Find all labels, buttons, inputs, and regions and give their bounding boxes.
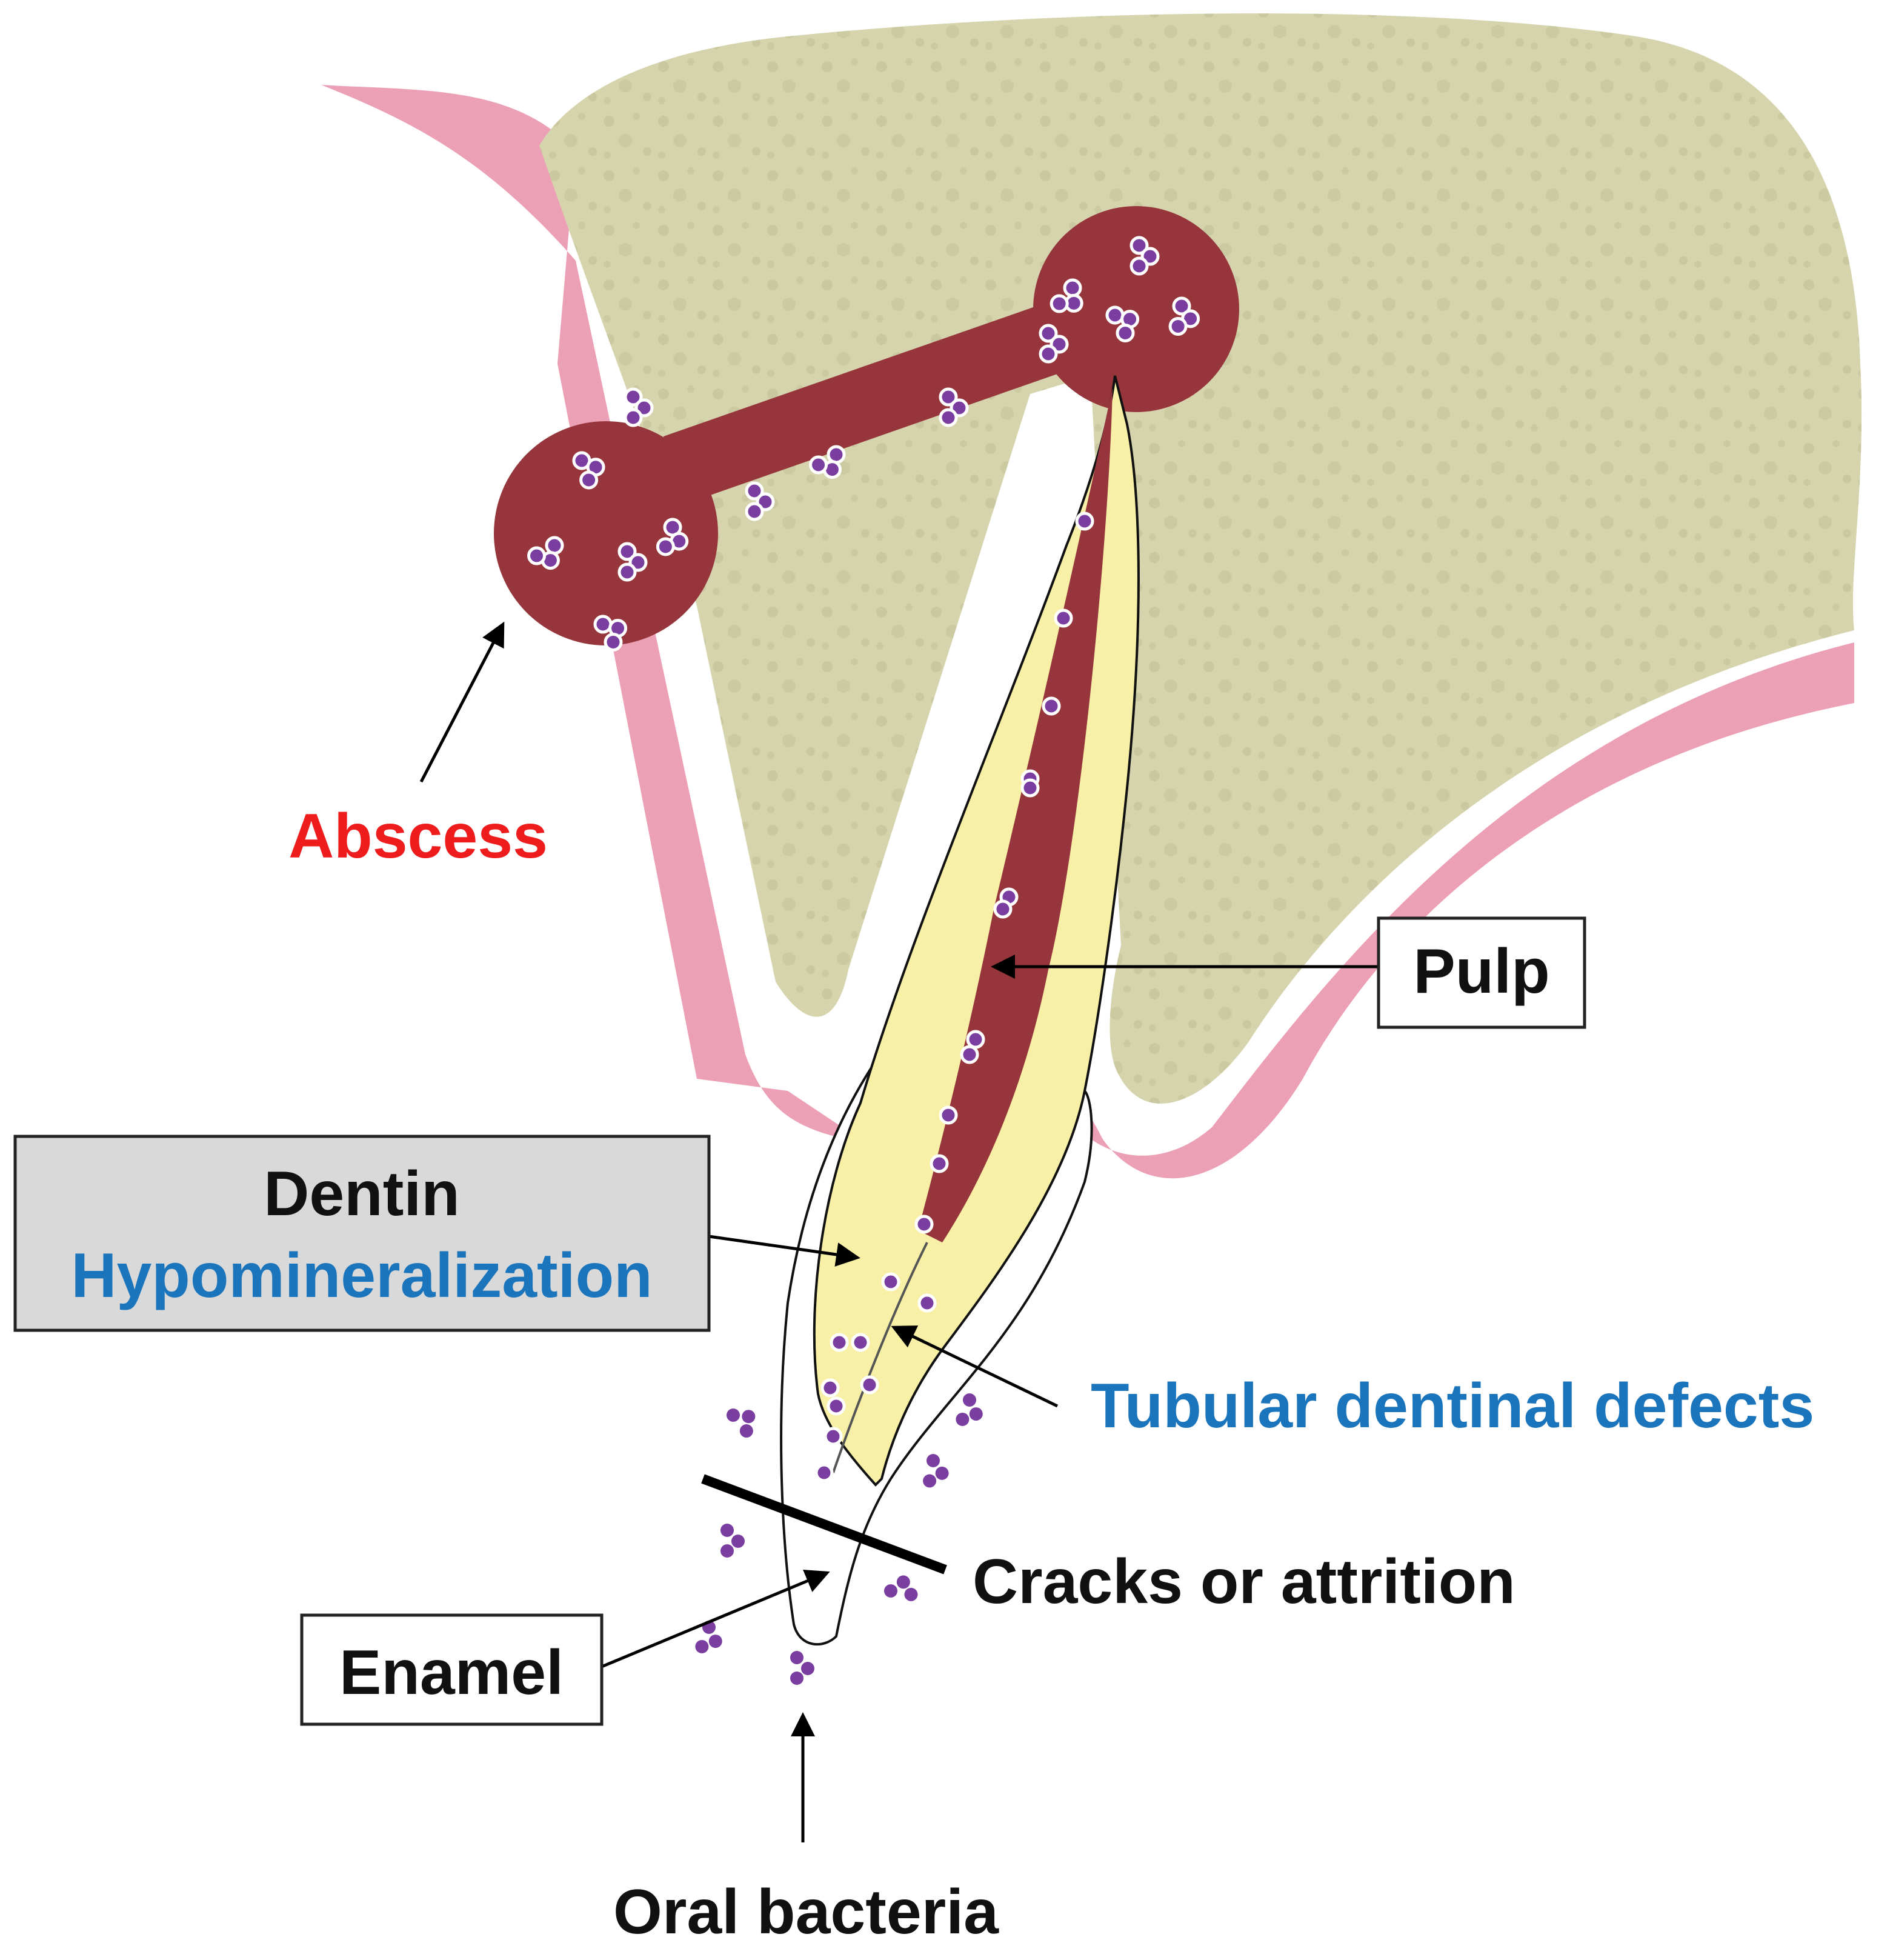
pulp-label: Pulp xyxy=(1413,936,1549,1007)
bacterium xyxy=(727,1408,740,1422)
bacterium xyxy=(745,502,764,521)
abscess-label: Abscess xyxy=(288,801,548,872)
bacterium xyxy=(830,1333,849,1352)
abscess-arrow xyxy=(419,621,505,783)
bacterium xyxy=(1168,316,1188,336)
bacterium xyxy=(993,899,1013,919)
bacterium xyxy=(708,1635,722,1648)
dentin-label: Dentin xyxy=(264,1159,460,1229)
bacterium xyxy=(739,1424,753,1438)
cracks-label: Cracks or attrition xyxy=(973,1547,1515,1617)
bacterium xyxy=(820,1378,840,1398)
bacterium xyxy=(1129,236,1149,255)
gum-tissue xyxy=(321,85,1854,1179)
bacterium xyxy=(790,1651,803,1664)
bacterium xyxy=(742,1410,756,1424)
bacterium xyxy=(827,1396,846,1416)
bacterium xyxy=(930,1154,949,1173)
bacteria-group xyxy=(527,236,1200,1685)
bacterium xyxy=(884,1584,897,1598)
bacterium xyxy=(1042,696,1061,716)
bacterium xyxy=(790,1672,803,1685)
alveolar-bone xyxy=(539,13,1862,1104)
bacterium xyxy=(1129,256,1149,276)
bacterium xyxy=(1020,778,1040,798)
bacterium xyxy=(1116,323,1135,342)
bacterium xyxy=(1039,344,1058,364)
bacterium xyxy=(1050,294,1069,313)
bacterium xyxy=(917,1293,937,1313)
enamel-arrow xyxy=(601,1570,830,1668)
bacterium xyxy=(963,1393,976,1407)
bacterium xyxy=(656,537,675,556)
dentin-label-box xyxy=(13,1135,711,1332)
bacterium xyxy=(545,536,564,555)
bacterium xyxy=(617,562,637,582)
bacterium xyxy=(896,1575,910,1589)
abscess xyxy=(494,206,1239,645)
bacterium xyxy=(851,1333,870,1352)
bacterium xyxy=(745,481,764,501)
bacterium xyxy=(966,1030,985,1049)
hypomineralization-label: Hypomineralization xyxy=(71,1241,652,1311)
bacterium xyxy=(956,1412,970,1426)
bacterium xyxy=(624,408,643,427)
bacterium xyxy=(617,542,637,561)
bacterium xyxy=(827,445,846,464)
tubular-defects-label: Tubular dentinal defects xyxy=(1091,1371,1814,1441)
bacterium xyxy=(960,1045,979,1064)
enamel-label: Enamel xyxy=(339,1638,564,1708)
bacterium xyxy=(935,1466,949,1480)
bacterium xyxy=(923,1474,937,1488)
tubular-defect-line xyxy=(832,1242,928,1473)
bacterium xyxy=(593,615,613,634)
enamel-label-box xyxy=(300,1613,604,1726)
bacterium xyxy=(904,1587,918,1601)
bacterium xyxy=(604,632,623,652)
oral-bacteria-label: Oral bacteria xyxy=(613,1877,999,1947)
bacterium xyxy=(801,1662,814,1675)
bacterium xyxy=(1075,512,1094,531)
bacterium xyxy=(814,1463,834,1482)
bacterium xyxy=(809,455,828,475)
bacterium xyxy=(731,1535,745,1548)
pulp-label-box xyxy=(1377,916,1586,1029)
bacterium xyxy=(939,387,958,407)
crack-line xyxy=(701,1474,947,1575)
bacterium xyxy=(881,1272,900,1292)
bacterium xyxy=(927,1454,940,1467)
bacterium xyxy=(1054,608,1073,628)
bacterium xyxy=(720,1524,734,1537)
bacterium xyxy=(860,1375,879,1395)
bacterium xyxy=(1105,305,1125,325)
bacterium xyxy=(624,387,643,407)
dentin-arrow xyxy=(708,1235,860,1267)
bacterium xyxy=(579,470,599,490)
bacterium xyxy=(823,1427,843,1446)
bacterium xyxy=(695,1639,709,1653)
bacterium xyxy=(939,408,958,427)
bacterium xyxy=(939,1105,958,1125)
bacterium xyxy=(527,546,547,565)
bacterium xyxy=(1063,278,1082,298)
bacterium xyxy=(1172,296,1191,316)
bacterium xyxy=(969,1407,983,1421)
bacterium xyxy=(720,1544,734,1558)
bacterium xyxy=(1039,324,1058,343)
tubular-defects-arrow xyxy=(891,1325,1059,1408)
bacterium xyxy=(914,1215,934,1234)
